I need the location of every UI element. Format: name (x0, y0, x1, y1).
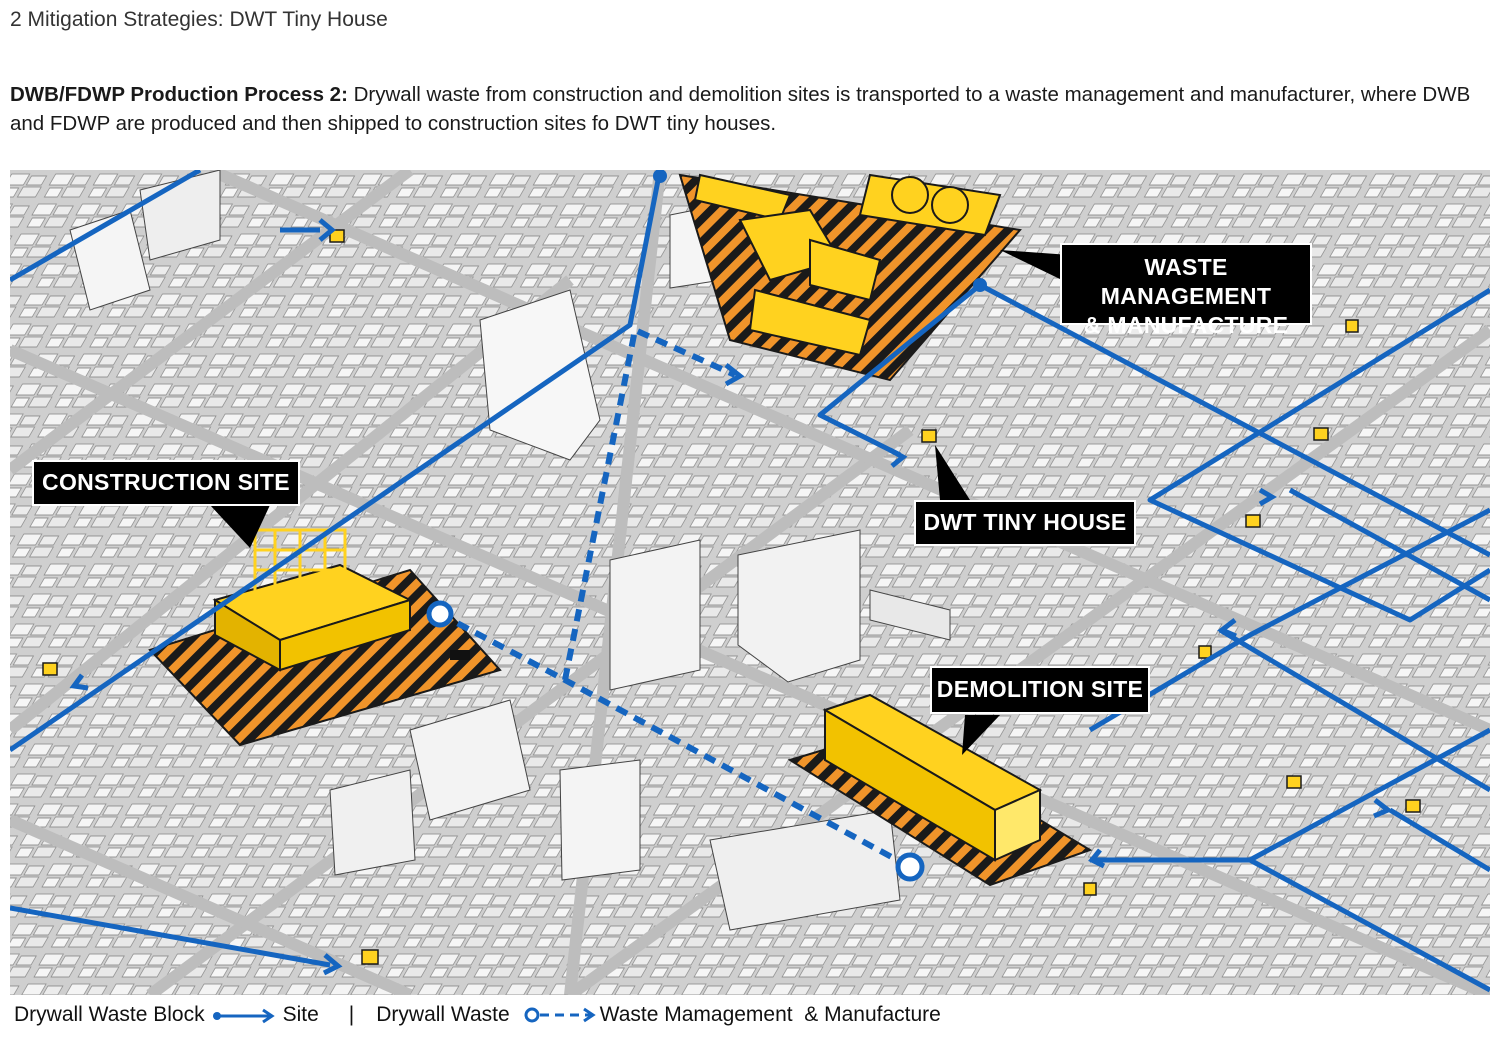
waste-management-label: WASTE MANAGEMENT & MANUFACTURE (1060, 243, 1312, 338)
legend-dashed-arrow (524, 1007, 596, 1023)
waste-origin-circles (426, 600, 925, 882)
route-arrowheads (69, 218, 1393, 976)
route-start-dots (653, 170, 987, 292)
description: DWB/FDWP Production Process 2: Drywall w… (10, 80, 1485, 138)
waste-management-label-line1: WASTE MANAGEMENT (1100, 254, 1272, 309)
construction-site-label: CONSTRUCTION SITE (32, 460, 300, 506)
legend-manufacture-label: Waste Mamagement & Manufacture (599, 1003, 941, 1026)
waste-management-site (678, 173, 1022, 382)
tiny-house-label: DWT TINY HOUSE (914, 500, 1136, 546)
city-map: CONSTRUCTION SITE WASTE MANAGEMENT & MAN… (10, 170, 1490, 995)
demolition-site-label: DEMOLITION SITE (930, 666, 1150, 714)
description-body: Drywall waste from construction and demo… (10, 83, 1471, 135)
drywall-waste-blocks (42, 229, 1421, 965)
page-title: 2 Mitigation Strategies: DWT Tiny House (10, 8, 388, 31)
legend-block-label: Drywall Waste Block (14, 1003, 205, 1026)
legend-waste-label: Drywall Waste (376, 1003, 510, 1026)
waste-management-label-line2: & MANUFACTURE (1083, 312, 1289, 338)
legend-solid-arrow (212, 1008, 275, 1024)
legend-site-label: Site (282, 1003, 319, 1026)
manufacture-arrowhead (724, 363, 745, 387)
callout-pointers (210, 250, 1070, 755)
demolition-site (787, 693, 1093, 887)
waste-to-manufacture-routes (438, 325, 912, 870)
description-lead: DWB/FDWP Production Process 2: (10, 83, 348, 106)
legend-separator: | (348, 1003, 355, 1026)
legend: Drywall Waste Block Site | Drywall Waste… (14, 1000, 941, 1030)
construction-site (148, 528, 502, 747)
